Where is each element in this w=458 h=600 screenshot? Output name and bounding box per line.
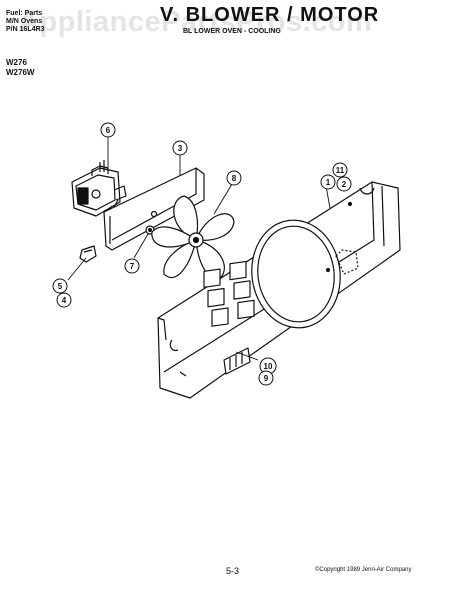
callout-2: 2: [336, 176, 352, 192]
callout-5: 5: [52, 278, 68, 294]
page-subtitle: BL LOWER OVEN - COOLING: [183, 28, 281, 35]
header-line-3: P/N 16L4R3: [6, 26, 45, 33]
model-item: W276: [6, 58, 27, 67]
blower-panel: [157, 181, 401, 399]
header-meta: Fuel: Parts M/N Ovens P/N 16L4R3: [6, 10, 45, 34]
page-number: 5-3: [226, 566, 240, 576]
svg-text:1: 1: [326, 178, 331, 187]
svg-text:11: 11: [336, 166, 345, 175]
leader-lines: [67, 136, 331, 361]
callout-7: 7: [124, 258, 140, 274]
svg-text:3: 3: [178, 144, 183, 153]
blower-motor: [71, 160, 127, 217]
copyright-notice: ©Copyright 1989 Jenn-Air Company: [315, 567, 412, 573]
callout-8: 8: [226, 170, 242, 186]
header-line-1: Fuel: Parts: [6, 10, 43, 17]
svg-text:8: 8: [232, 174, 237, 183]
callout-11: 11: [332, 162, 348, 178]
watermark: AppliancePartsPros.com: [18, 6, 373, 38]
svg-text:9: 9: [264, 374, 269, 383]
mounting-clip: [79, 245, 97, 263]
callout-3: 3: [172, 140, 188, 156]
svg-text:7: 7: [130, 262, 135, 271]
svg-text:10: 10: [264, 362, 273, 371]
svg-text:2: 2: [342, 180, 347, 189]
page-title: V. BLOWER / MOTOR: [160, 4, 380, 26]
svg-text:6: 6: [106, 126, 111, 135]
svg-text:5: 5: [58, 282, 63, 291]
callout-1: 1: [320, 174, 336, 190]
callout-10: 10: [259, 357, 277, 375]
model-item: W276W: [6, 68, 35, 77]
fan-blade: [151, 195, 235, 281]
model-list: W276 W276W: [6, 58, 34, 78]
svg-text:4: 4: [62, 296, 67, 305]
callout-6: 6: [100, 122, 116, 138]
callout-9: 9: [258, 370, 274, 386]
header-line-2: M/N Ovens: [6, 18, 43, 25]
callout-4: 4: [56, 292, 72, 308]
